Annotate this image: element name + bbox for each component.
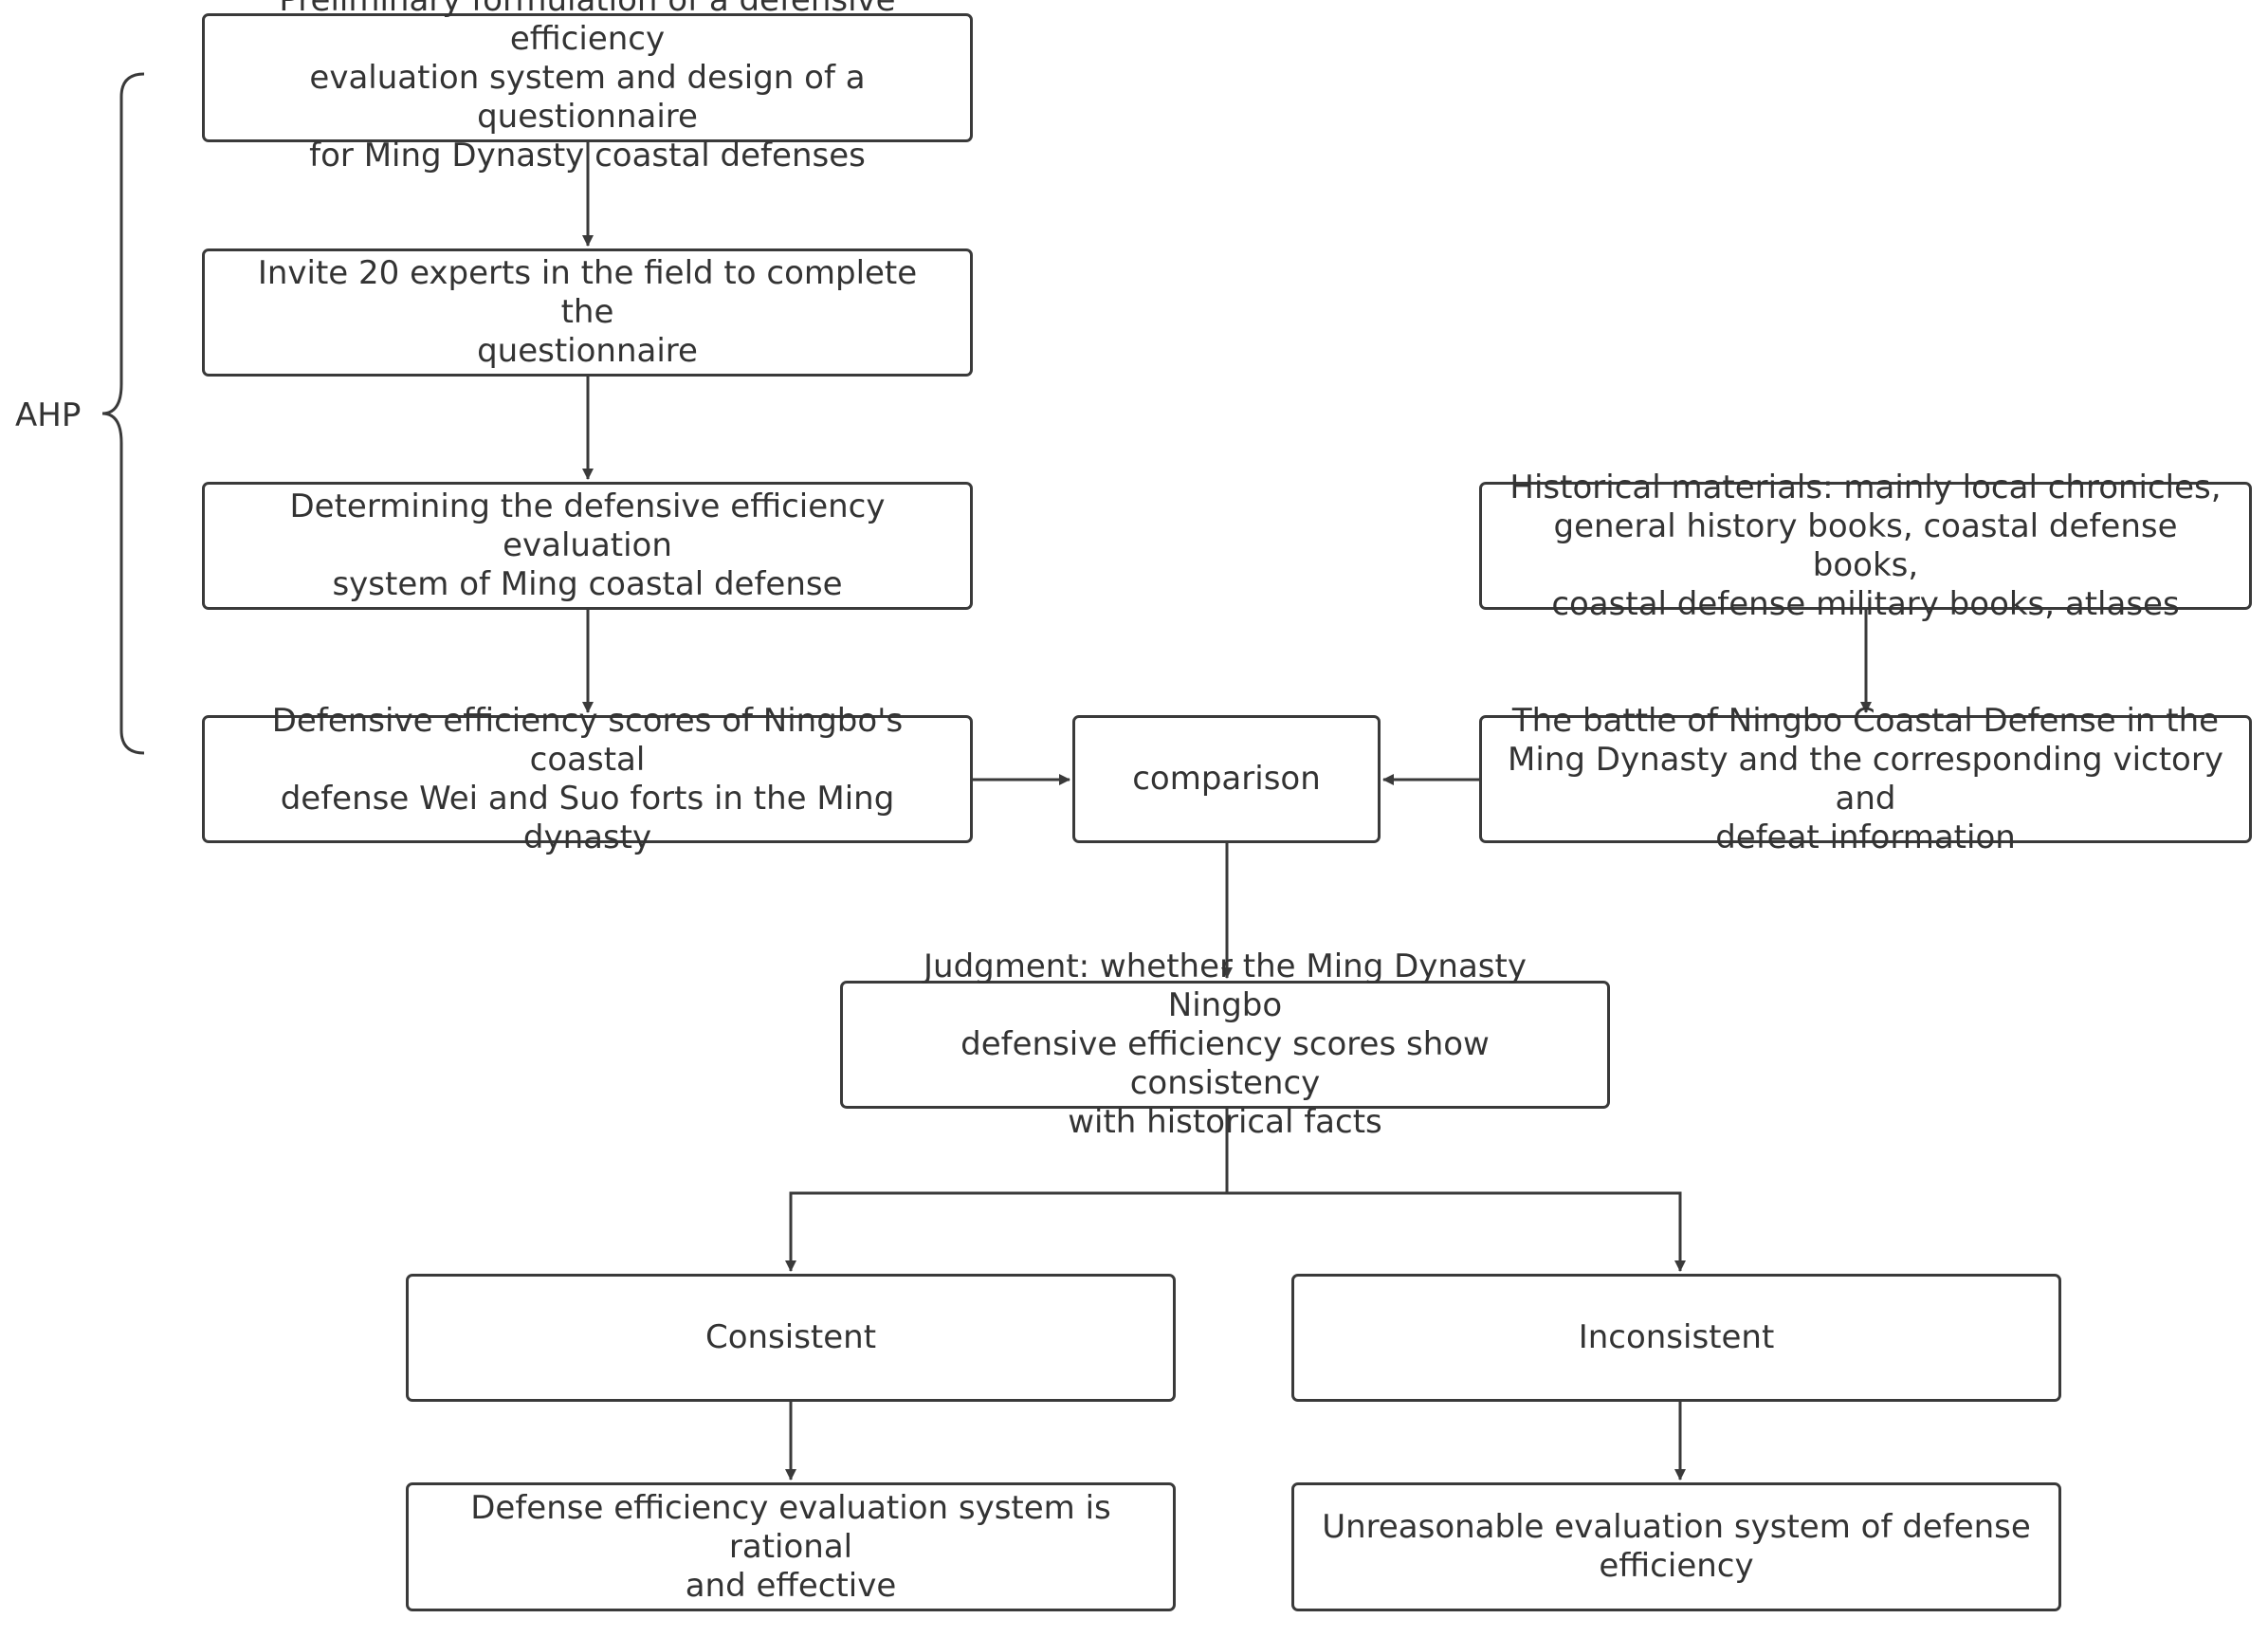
node-text-line: questionnaire [477, 332, 698, 370]
node-battle-info-text: The battle of Ningbo Coastal Defense in … [1499, 702, 2232, 857]
node-determine-system-text: Determining the defensive efficiency eva… [229, 487, 945, 604]
node-text-line: coastal defense military books, atlases [1551, 584, 2180, 623]
node-inconsistent-text: Inconsistent [1579, 1318, 1775, 1357]
node-consistent-text: Consistent [705, 1318, 876, 1357]
node-judgment: Judgment: whether the Ming Dynasty Ningb… [840, 947, 1610, 1141]
node-comparison: comparison [1072, 715, 1381, 843]
node-text-line: with historical facts [1068, 1103, 1382, 1141]
node-text-line: Determining the defensive efficiency eva… [289, 487, 886, 564]
node-invite-experts: Invite 20 experts in the field to comple… [202, 248, 973, 377]
node-rational-text: Defense efficiency evaluation system is … [433, 1489, 1148, 1606]
node-text-line: Invite 20 experts in the field to comple… [257, 254, 918, 331]
node-historical-materials: Historical materials: mainly local chron… [1479, 469, 2252, 623]
node-inconsistent: Inconsistent [1291, 1274, 2061, 1402]
node-scores: Defensive efficiency scores of Ningbo's … [202, 702, 973, 856]
node-text-line: Consistent [704, 1318, 877, 1356]
node-comparison-text: comparison [1132, 760, 1321, 799]
node-text-line: Unreasonable evaluation system of defens… [1322, 1508, 2031, 1546]
node-determine-system: Determining the defensive efficiency eva… [202, 482, 973, 610]
node-text-line: comparison [1132, 760, 1321, 798]
node-text-line: defensive efficiency scores show consist… [960, 1025, 1490, 1102]
node-text-line: defeat information [1715, 818, 2016, 856]
ahp-label: AHP [15, 396, 82, 434]
node-text-line: Inconsistent [1578, 1318, 1775, 1356]
node-text-line: Defensive efficiency scores of Ningbo's … [271, 701, 904, 779]
node-text-line: Preliminary formulation of a defensive e… [279, 0, 895, 58]
ahp-brace [101, 72, 145, 755]
node-text-line: system of Ming coastal defense [332, 565, 843, 603]
node-text-line: The battle of Ningbo Coastal Defense in … [1511, 701, 2220, 740]
node-unreasonable-text: Unreasonable evaluation system of defens… [1322, 1508, 2031, 1586]
node-judgment-text: Judgment: whether the Ming Dynasty Ningb… [868, 947, 1582, 1142]
node-text-line: defense Wei and Suo forts in the Ming dy… [280, 779, 895, 856]
node-unreasonable: Unreasonable evaluation system of defens… [1291, 1482, 2061, 1611]
node-scores-text: Defensive efficiency scores of Ningbo's … [229, 702, 945, 857]
node-text-line: evaluation system and design of a questi… [309, 58, 866, 136]
node-invite-experts-text: Invite 20 experts in the field to comple… [229, 254, 945, 371]
node-text-line: efficiency [1599, 1547, 1754, 1585]
node-text-line: Historical materials: mainly local chron… [1509, 468, 2222, 506]
node-text-line: Ming Dynasty and the corresponding victo… [1508, 740, 2223, 818]
node-text-line: and effective [685, 1566, 897, 1605]
node-consistent: Consistent [406, 1274, 1176, 1402]
node-battle-info: The battle of Ningbo Coastal Defense in … [1479, 702, 2252, 856]
node-text-line: Defense efficiency evaluation system is … [470, 1488, 1111, 1566]
node-formulation: Preliminary formulation of a defensive e… [202, 0, 973, 175]
node-text-line: for Ming Dynasty coastal defenses [309, 136, 866, 175]
node-text-line: Judgment: whether the Ming Dynasty Ningb… [924, 947, 1527, 1024]
node-rational: Defense efficiency evaluation system is … [406, 1482, 1176, 1611]
node-formulation-text: Preliminary formulation of a defensive e… [229, 0, 945, 175]
arrow-judgment-to-consistent [785, 1191, 1227, 1272]
node-historical-materials-text: Historical materials: mainly local chron… [1499, 469, 2232, 624]
arrow-judgment-to-inconsistent [1227, 1191, 1686, 1272]
node-text-line: general history books, coastal defense b… [1553, 506, 2178, 584]
